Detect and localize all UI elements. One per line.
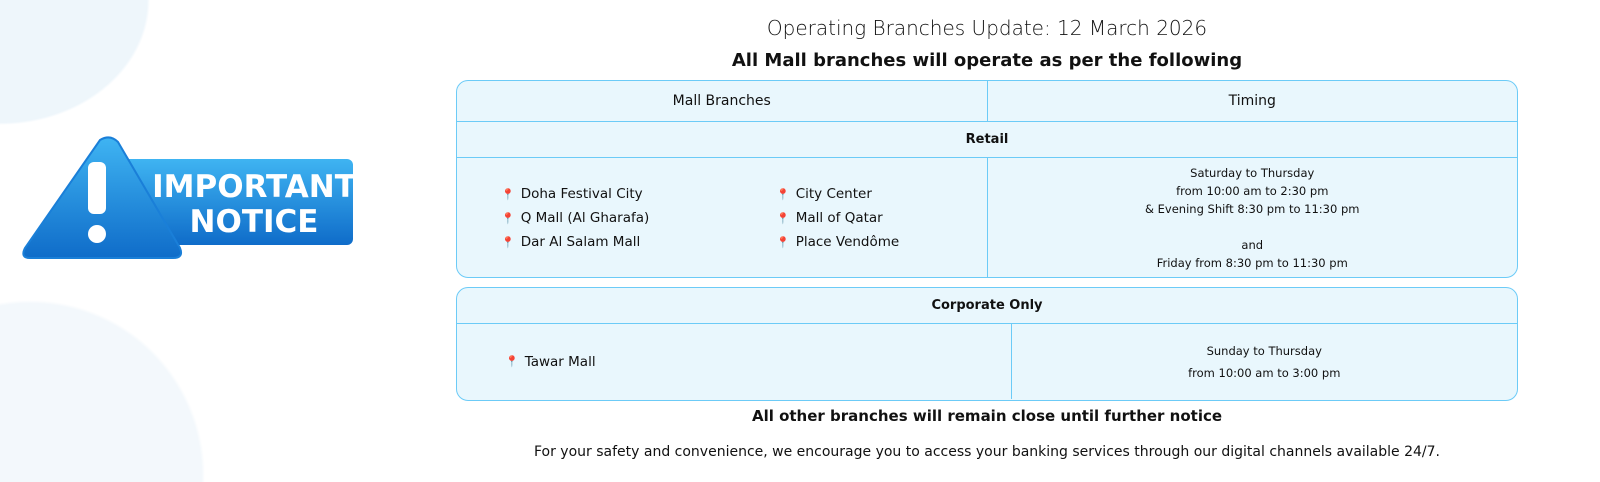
branch-item: 📍Doha Festival City (501, 186, 643, 202)
location-pin-icon: 📍 (776, 235, 790, 249)
location-pin-icon: 📍 (501, 187, 515, 201)
branch-item: 📍Mall of Qatar (776, 210, 883, 226)
column-header-timing: Timing (986, 81, 1518, 121)
branch-item: 📍Tawar Mall (505, 353, 596, 370)
page-subtitle: All Mall branches will operate as per th… (731, 50, 1243, 71)
corporate-table: Corporate Only 📍Tawar Mall Sunday to Thu… (456, 287, 1518, 401)
location-pin-icon: 📍 (776, 187, 790, 201)
branch-item: 📍Place Vendôme (776, 234, 900, 250)
svg-text:IMPORTANT: IMPORTANT (152, 169, 356, 205)
branch-item: 📍City Center (776, 186, 872, 202)
closure-note: All other branches will remain close unt… (751, 407, 1223, 425)
location-pin-icon: 📍 (501, 235, 515, 249)
corporate-timing: Sunday to Thursday from 10:00 am to 3:00… (1010, 324, 1518, 399)
retail-branches: 📍Doha Festival City 📍City Center 📍Q Mall… (457, 158, 987, 278)
section-retail: Retail (965, 132, 1009, 147)
page-title: Operating Branches Update: 12 March 2026 (766, 16, 1208, 40)
important-notice-image: IMPORTANT NOTICE (22, 136, 356, 259)
column-header-branches: Mall Branches (672, 93, 771, 109)
branch-item: 📍Dar Al Salam Mall (501, 234, 641, 250)
location-pin-icon: 📍 (505, 355, 519, 368)
section-corporate: Corporate Only (931, 298, 1043, 313)
digital-channels-message: For your safety and convenience, we enco… (533, 444, 1440, 460)
location-pin-icon: 📍 (501, 211, 515, 225)
location-pin-icon: 📍 (776, 211, 790, 225)
branch-item: 📍Q Mall (Al Gharafa) (501, 210, 650, 226)
svg-text:NOTICE: NOTICE (190, 204, 319, 240)
corporate-branches: 📍Tawar Mall (457, 324, 1011, 399)
retail-timing: Saturday to Thursday from 10:00 am to 2:… (986, 158, 1518, 278)
retail-table: Mall Branches Timing Retail 📍Doha Festiv… (456, 80, 1518, 278)
